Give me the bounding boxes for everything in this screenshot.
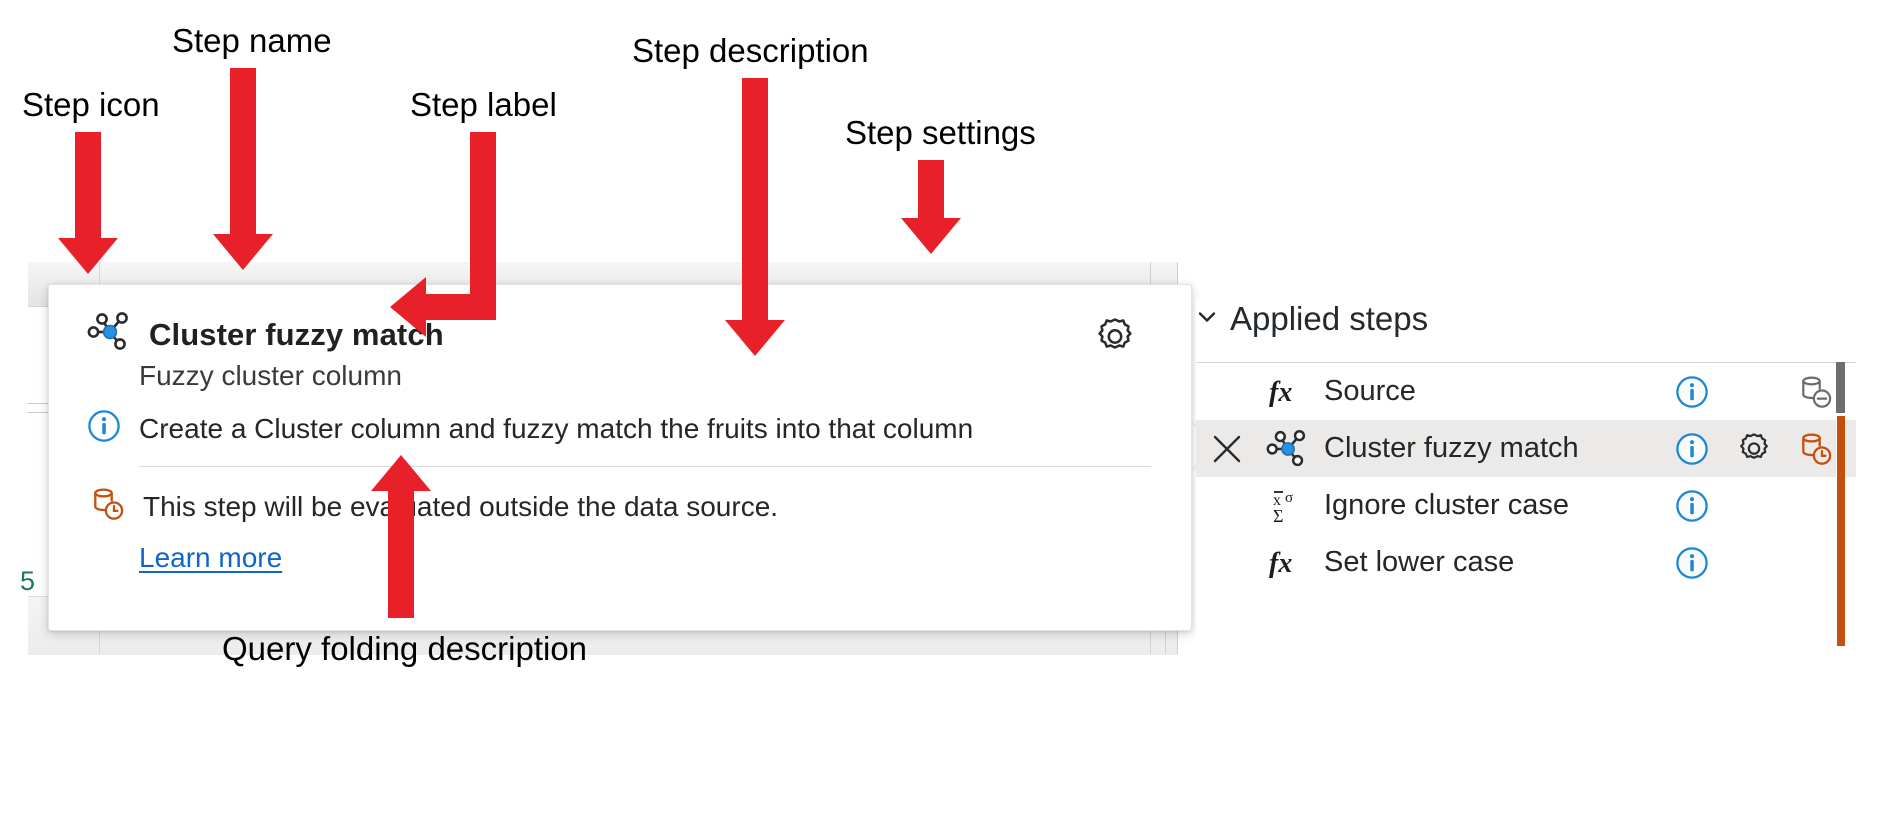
step-row-ignore-cluster-case[interactable]: x σ Σ Ignore cluster case [1196,477,1856,534]
step-row-set-lower-case[interactable]: fx Set lower case [1196,534,1856,591]
svg-text:fx: fx [1269,548,1292,579]
step-info-icon[interactable] [1670,427,1714,471]
step-actions [1670,370,1856,414]
step-label: Ignore cluster case [1324,489,1570,521]
applied-steps-title: Applied steps [1230,300,1429,337]
step-info-icon[interactable] [1670,484,1714,528]
step-folding-slot [1794,484,1838,528]
step-row-cluster-fuzzy-match[interactable]: Cluster fuzzy match [1196,420,1856,477]
step-actions [1670,427,1856,471]
annotation-label-query-folding: Query folding description [222,630,588,667]
data-cell-value: 5 [20,566,36,596]
step-gear-slot [1732,370,1776,414]
learn-more-link[interactable]: Learn more [139,542,283,573]
step-label: Set lower case [1324,546,1515,578]
applied-steps-list: fx Source [1196,362,1856,591]
close-x-icon[interactable] [1196,432,1258,466]
tooltip-settings-button[interactable] [1091,313,1139,366]
tooltip-description-row: Create a Cluster column and fuzzy match … [87,409,973,448]
step-info-icon[interactable] [1670,370,1714,414]
applied-steps-header[interactable]: Applied steps [1196,300,1428,338]
annotation-label-step-name: Step name [172,22,332,59]
step-tooltip-card: Cluster fuzzy match Fuzzy cluster column… [48,284,1192,631]
statistics-icon: x σ Σ [1258,485,1318,527]
chevron-down-icon[interactable] [1196,306,1216,326]
step-gear-slot [1732,484,1776,528]
database-minus-icon[interactable] [1794,370,1838,414]
tooltip-query-folding-text: This step will be evaluated outside the … [143,490,779,522]
database-clock-icon [89,485,127,528]
svg-text:fx: fx [1269,377,1292,408]
annotation-label-step-icon: Step icon [22,86,160,123]
fx-icon: fx [1258,544,1318,582]
step-gear-icon[interactable] [1732,427,1776,471]
step-label: Source [1324,375,1416,407]
tooltip-step-description: Create a Cluster column and fuzzy match … [139,412,974,444]
applied-steps-panel: Applied steps fx Source [1196,300,1856,654]
tooltip-divider [139,466,1151,467]
annotation-label-step-settings: Step settings [845,114,1036,151]
svg-text:σ: σ [1285,490,1293,506]
step-row-source[interactable]: fx Source [1196,363,1856,420]
svg-text:Σ: Σ [1273,506,1283,526]
gear-icon [1098,318,1132,349]
info-circle-icon [87,409,121,448]
step-folding-slot [1794,541,1838,585]
tooltip-step-label: Fuzzy cluster column [139,360,402,391]
cluster-fuzzy-match-icon [1258,427,1318,471]
step-actions [1670,541,1856,585]
steps-scrollbar-thumb[interactable] [1836,362,1845,413]
steps-folding-indicator-bar [1837,416,1845,646]
annotation-label-step-label: Step label [410,86,557,123]
cluster-fuzzy-match-icon [87,309,133,360]
step-label: Cluster fuzzy match [1324,432,1579,464]
svg-text:x: x [1273,492,1281,509]
step-actions [1670,484,1856,528]
annotation-label-step-description: Step description [632,32,869,69]
step-gear-slot [1732,541,1776,585]
database-clock-icon[interactable] [1794,427,1838,471]
tooltip-query-folding-row: This step will be evaluated outside the … [89,485,778,528]
fx-icon: fx [1258,373,1318,411]
step-info-icon[interactable] [1670,541,1714,585]
